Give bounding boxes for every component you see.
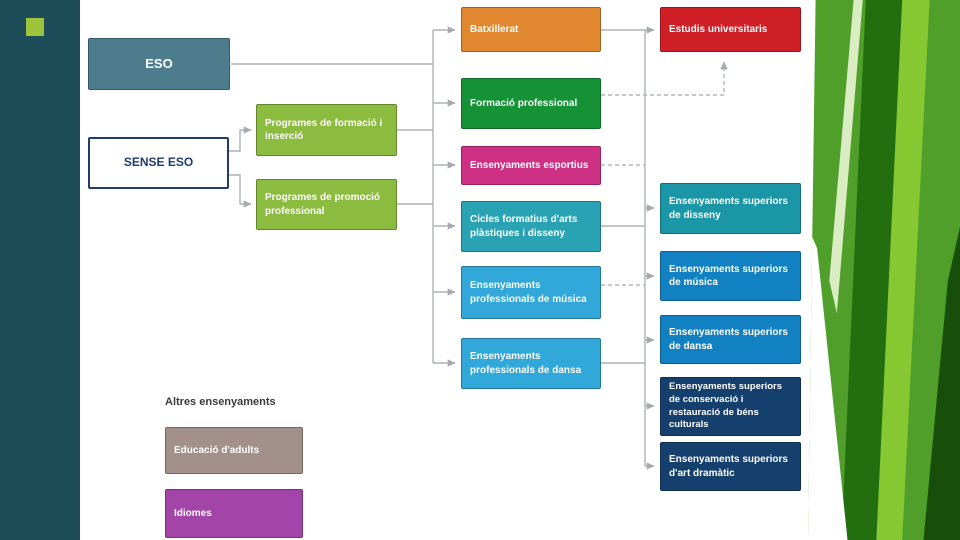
- node-superiors-art-dramatic-label: Ensenyaments superiors d'art dramàtic: [669, 454, 788, 479]
- node-superiors-dansa-label: Ensenyaments superiors de dansa: [669, 327, 788, 352]
- node-educacio-adults-label: Educació d'adults: [174, 444, 260, 456]
- node-professionals-musica: Ensenyaments professionals de música: [461, 266, 601, 319]
- node-professionals-musica-label: Ensenyaments professionals de música: [470, 280, 587, 305]
- node-eso: ESO: [88, 38, 230, 90]
- node-programes-formacio-insercio: Programes de formació i inserció: [256, 104, 397, 156]
- node-superiors-art-dramatic: Ensenyaments superiors d'art dramàtic: [660, 442, 801, 491]
- left-template-stripe: [0, 0, 80, 540]
- altres-ensenyaments-heading: Altres ensenyaments: [165, 396, 276, 408]
- node-idiomes-label: Idiomes: [174, 507, 212, 519]
- node-formacio-professional: Formació professional: [461, 78, 601, 129]
- edge-sense-pfi: [229, 126, 252, 152]
- node-ensenyaments-esportius: Ensenyaments esportius: [461, 146, 601, 185]
- node-superiors-conservacio: Ensenyaments superiors de conservació i …: [660, 377, 801, 436]
- node-programes-promocio-professional-label: Programes de promoció professional: [265, 192, 381, 217]
- node-ensenyaments-esportius-label: Ensenyaments esportius: [470, 159, 589, 171]
- accent-square: [26, 18, 44, 36]
- node-cicles-formatius-arts-label: Cicles formatius d'arts plàstiques i dis…: [470, 214, 578, 239]
- node-eso-label: ESO: [145, 56, 173, 72]
- green-decoration: [808, 0, 960, 540]
- node-superiors-conservacio-label: Ensenyaments superiors de conservació i …: [669, 381, 782, 431]
- node-programes-formacio-insercio-label: Programes de formació i inserció: [265, 117, 383, 142]
- node-estudis-universitaris-label: Estudis universitaris: [669, 23, 768, 35]
- node-superiors-dansa: Ensenyaments superiors de dansa: [660, 315, 801, 364]
- altres-ensenyaments-heading-label: Altres ensenyaments: [165, 396, 276, 408]
- node-batxillerat: Batxillerat: [461, 7, 601, 52]
- node-superiors-musica: Ensenyaments superiors de música: [660, 251, 801, 301]
- node-batxillerat-label: Batxillerat: [470, 23, 519, 35]
- edge-formacio-universitaris-dashed: [601, 61, 728, 96]
- node-superiors-disseny: Ensenyaments superiors de disseny: [660, 183, 801, 234]
- node-programes-promocio-professional: Programes de promoció professional: [256, 179, 397, 230]
- node-superiors-disseny-label: Ensenyaments superiors de disseny: [669, 196, 788, 221]
- node-educacio-adults: Educació d'adults: [165, 427, 303, 474]
- node-estudis-universitaris: Estudis universitaris: [660, 7, 801, 52]
- node-cicles-formatius-arts: Cicles formatius d'arts plàstiques i dis…: [461, 201, 601, 252]
- node-sense-eso: SENSE ESO: [88, 137, 229, 189]
- edge-sense-ppp: [229, 174, 252, 208]
- node-formacio-professional-label: Formació professional: [470, 97, 578, 109]
- node-superiors-musica-label: Ensenyaments superiors de música: [669, 263, 788, 288]
- node-idiomes: Idiomes: [165, 489, 303, 538]
- node-professionals-dansa-label: Ensenyaments professionals de dansa: [470, 351, 582, 376]
- node-sense-eso-label: SENSE ESO: [123, 155, 194, 170]
- node-professionals-dansa: Ensenyaments professionals de dansa: [461, 338, 601, 389]
